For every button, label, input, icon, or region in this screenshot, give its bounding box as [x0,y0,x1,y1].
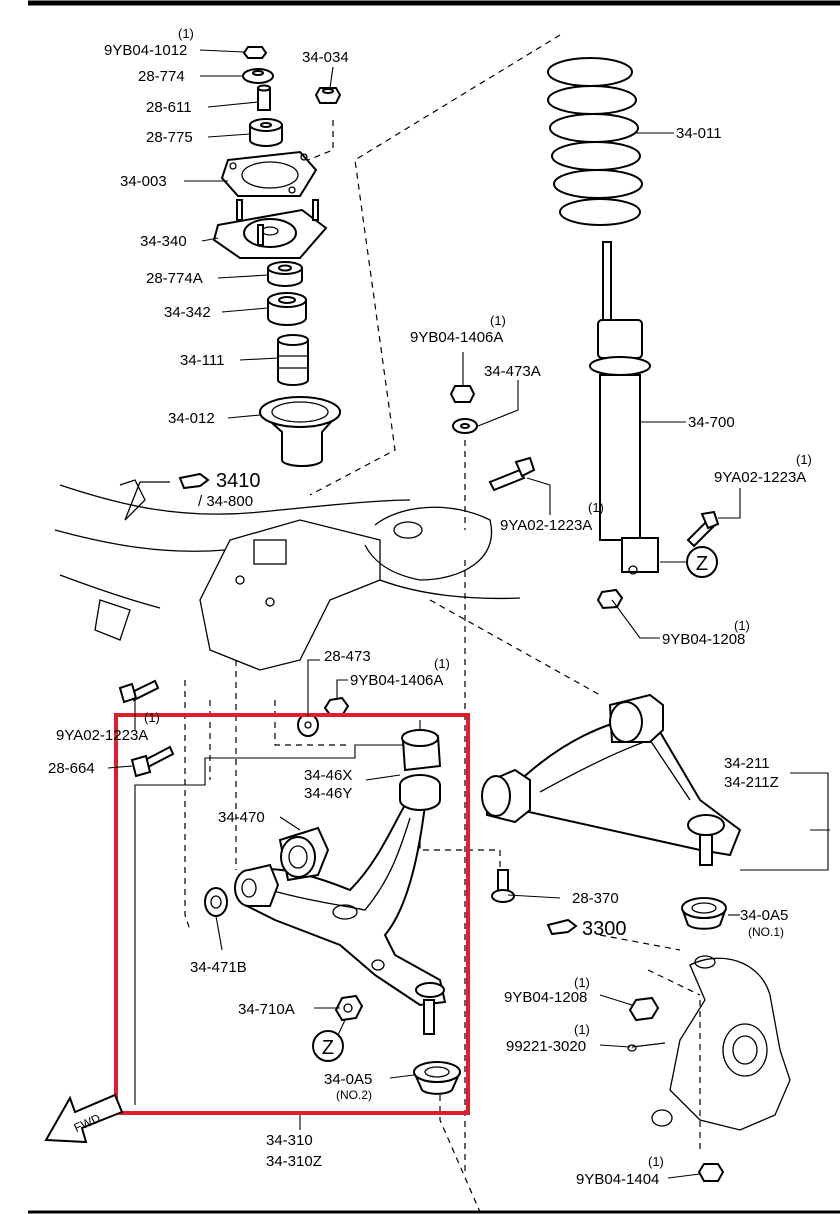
strut-mount-stack [212,46,342,467]
label-28-611: 28-611 [146,99,192,116]
label-28-774a: 28-774A [146,270,203,287]
ball-joint-boot-upper-icon [681,897,727,930]
label-34-011: 34-011 [676,125,722,142]
qty-99221-3020: (1) [574,1022,590,1037]
fwd-arrow-icon: FWD [44,1093,124,1144]
bolt-9ya02-1223a-mid-icon [488,456,536,492]
label-34-471b: 34-471B [190,959,247,976]
label-34-340: 34-340 [140,233,187,250]
svg-text:Z: Z [696,553,708,575]
note-34-0a5-upper: (NO.1) [748,925,784,939]
nut-9yb04-1208-low-icon [628,996,660,1022]
nut-34-034-icon [314,87,342,104]
marker-z-upper: Z [660,546,718,578]
qty-9ya02-1223a-mid: (1) [588,500,604,515]
label-9yb04-1404: 9YB04-1404 [576,1171,659,1188]
label-34-111: 34-111 [180,352,224,369]
note-34-0a5-lower: (NO.2) [336,1088,372,1102]
shock-absorber-34-700-icon [589,241,659,575]
label-9yb04-1406a-mid: 9YB04-1406A [350,672,443,689]
steering-knuckle-icon [651,955,791,1131]
nut-34-710a-icon [334,994,364,1022]
qty-9yb04-1404: (1) [648,1154,664,1169]
lower-arm-highlight-box [114,713,470,1115]
qty-9ya02-1223a-right: (1) [796,452,812,467]
label-34-310: 34-310 [266,1132,313,1149]
label-34-473a: 34-473A [484,363,541,380]
collar-28-611-icon [257,84,271,111]
label-34-0a5-lower: 34-0A5 [324,1071,372,1088]
label-34-012: 34-012 [168,410,215,427]
label-34-710a: 34-710A [238,1001,295,1018]
nut-9yb04-1012-icon [242,46,268,59]
label-34-310z: 34-310Z [266,1153,322,1170]
label-9yb04-1208-top: 9YB04-1208 [662,631,745,648]
label-28-774: 28-774 [138,68,185,85]
coil-spring-34-011-icon [547,57,643,226]
label-28-775: 28-775 [146,129,193,146]
label-9yb04-1208-low: 9YB04-1208 [504,989,587,1006]
dust-boot-34-012-icon [258,396,342,467]
qty-9yb04-1208-top: (1) [734,618,750,633]
label-34-034: 34-034 [302,49,349,66]
label-34-470: 34-470 [218,809,265,826]
label-99221-3020: 99221-3020 [506,1038,586,1055]
part-labels: (1) 9YB04-1012 28-774 28-611 28-775 34-0… [48,26,812,1188]
bolt-9ya02-1223a-left-icon [118,679,160,704]
label-9yb04-1012: 9YB04-1012 [104,42,187,59]
plate-34-003-icon [220,150,318,197]
bushing-34-46x-icon [399,729,442,811]
bolt-9ya02-1223a-right-icon [686,510,720,548]
mount-34-340-icon [212,199,328,259]
label-28-473: 28-473 [324,648,371,665]
label-ref-3410-sub: / 34-800 [198,493,253,510]
bolt-28-370-icon [491,869,515,903]
bush-28-775-icon [249,118,283,147]
label-34-700: 34-700 [688,414,735,431]
cam-washer-28-473-icon [297,713,319,737]
label-34-211z: 34-211Z [724,774,779,791]
nut-9yb04-1404-icon [697,1163,725,1182]
label-9ya02-1223a-mid: 9YA02-1223A [500,517,592,534]
label-28-370: 28-370 [572,890,619,907]
bump-stop-34-111-icon [277,334,309,386]
leader-lines [107,49,830,1179]
nut-9yb04-1208-top-icon [596,588,624,610]
label-34-342: 34-342 [164,304,211,321]
pointing-hand-icons [178,472,578,936]
cotter-pin-99221-3020-icon [627,1042,666,1052]
bolt-28-664-icon [130,745,175,778]
marker-z-lower: Z [312,1019,346,1062]
washer-34-473a-icon [452,418,478,434]
label-9ya02-1223a-right: 9YA02-1223A [714,469,806,486]
bush-28-774a-icon [267,261,303,287]
ref-3410-leader [124,481,170,521]
label-9yb04-1406a-top: 9YB04-1406A [410,329,503,346]
qty-9yb04-1012: (1) [178,26,194,41]
label-34-0a5-upper: 34-0A5 [740,907,788,924]
label-ref-3410: 3410 [216,470,261,492]
nut-9yb04-1406a-icon [449,385,476,403]
qty-9yb04-1208-low: (1) [574,975,590,990]
subframe-icon [54,479,521,671]
label-34-211: 34-211 [724,755,770,772]
label-34-003: 34-003 [120,173,167,190]
label-28-664: 28-664 [48,760,95,777]
bushing-34-470-icon [278,826,330,882]
seat-34-342-icon [267,292,307,326]
ball-joint-boot-lower-icon [413,1061,461,1095]
washer-28-774-icon [242,68,274,84]
svg-text:Z: Z [322,1037,334,1059]
qty-9yb04-1406a-top: (1) [490,313,506,328]
washer-34-471b-icon [204,887,228,917]
qty-9ya02-1223a-left: (1) [144,710,160,725]
qty-9yb04-1406a-mid: (1) [434,656,450,671]
label-9ya02-1223a-left: 9YA02-1223A [56,727,148,744]
upper-arm-34-211-icon [481,693,742,866]
label-ref-3300: 3300 [582,918,627,940]
front-bushing-icon [234,863,280,907]
label-34-46y: 34-46Y [304,785,352,802]
label-34-46x: 34-46X [304,767,352,784]
